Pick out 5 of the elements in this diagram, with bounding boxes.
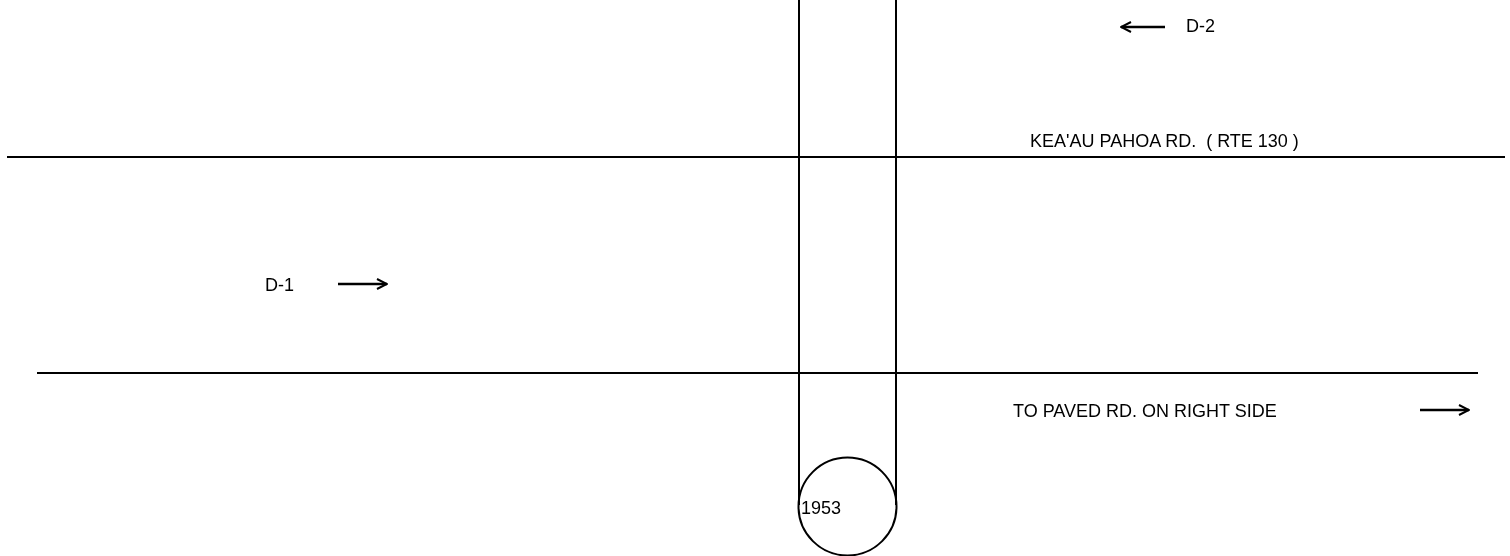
- direction-label: D-2: [1186, 17, 1215, 35]
- direction-note: TO PAVED RD. ON RIGHT SIDE: [1013, 402, 1277, 420]
- road-name: KEA'AU PAHOA RD. ( RTE 130 ): [1030, 132, 1299, 150]
- lot-number: 1953: [801, 499, 842, 517]
- direction-label: D-1: [265, 276, 294, 294]
